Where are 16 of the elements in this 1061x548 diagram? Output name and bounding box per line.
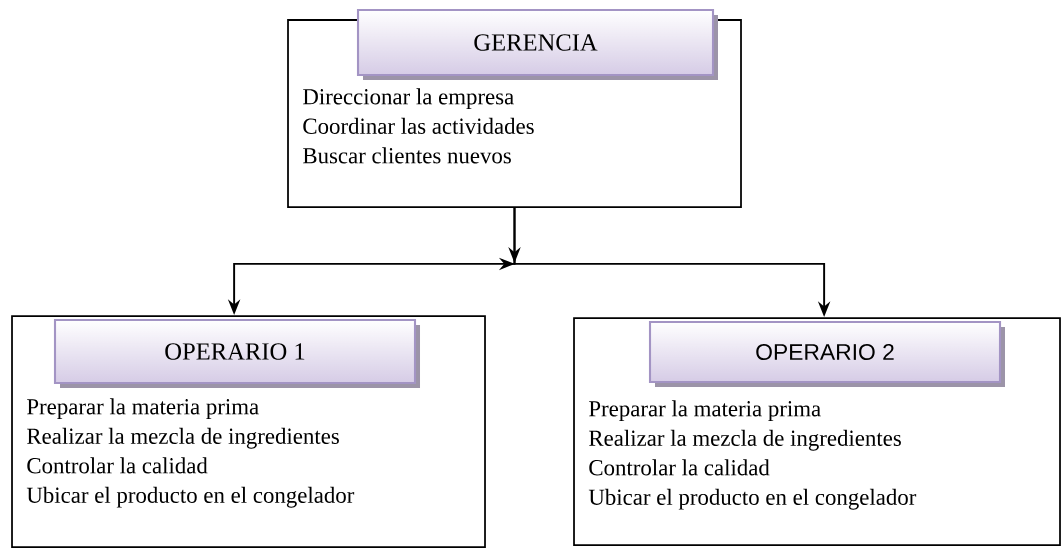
task-text: Preparar la materia prima — [589, 400, 821, 422]
header-box: GERENCIA — [356, 8, 718, 80]
task-text: Ubicar el producto en el congelador — [26, 486, 355, 508]
task-text: Ubicar el producto en el congelador — [588, 488, 917, 510]
task-text: Coordinar las actividades — [303, 117, 534, 134]
task-text: Buscar clientes nuevos — [303, 147, 511, 164]
task-text: Preparar la materia prima — [27, 398, 259, 420]
role-box — [573, 317, 1061, 546]
role-box — [11, 315, 486, 548]
header-box: OPERARIO 2 — [648, 320, 1005, 387]
task-text: Direccionar la empresa — [303, 88, 514, 110]
header-box: OPERARIO 1 — [53, 318, 420, 388]
task-text: Controlar la calidad — [589, 459, 770, 476]
task-text: Realizar la mezcla de ingredientes — [589, 429, 901, 451]
task-text: Realizar la mezcla de ingredientes — [27, 427, 339, 449]
task-text: Controlar la calidad — [27, 457, 208, 474]
